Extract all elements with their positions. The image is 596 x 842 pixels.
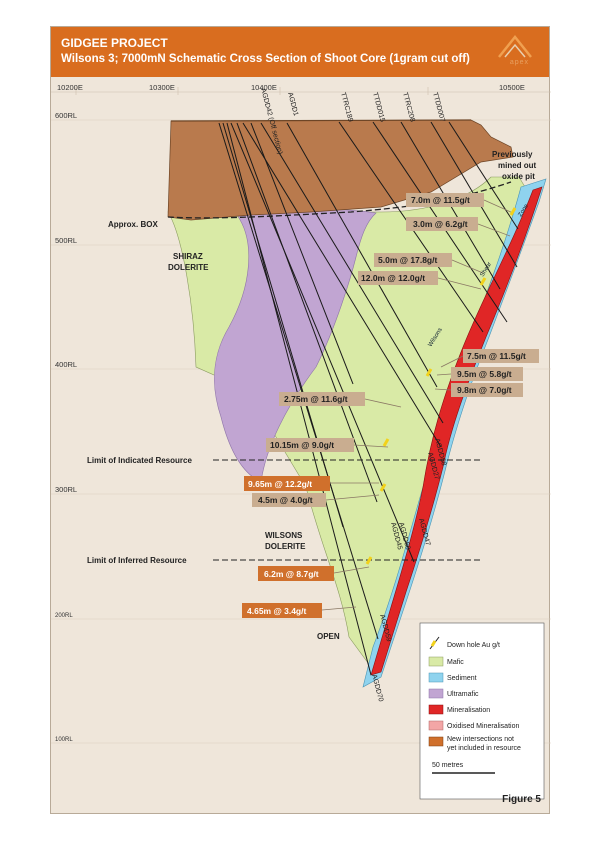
wilsons-label: DOLERITE — [265, 542, 306, 551]
legend-label: New intersections not — [447, 736, 514, 743]
intercept-text: 7.5m @ 11.5g/t — [467, 351, 526, 361]
rl-label: 200RL — [55, 613, 73, 619]
open-label: OPEN — [317, 632, 340, 641]
intercept-text: 3.0m @ 6.2g/t — [413, 219, 468, 229]
leader-lines — [321, 199, 514, 611]
intercept-box — [374, 253, 452, 267]
intercept-box — [358, 271, 438, 285]
legend-swatch — [428, 704, 444, 715]
apex-logo-icon — [498, 34, 532, 58]
legend-swatch — [428, 720, 444, 731]
legend-label: Oxidised Mineralisation — [447, 723, 519, 730]
intercept-box — [406, 193, 484, 207]
legend: Down hole Au g/t Mafic Sediment Ultramaf… — [419, 622, 545, 800]
previously-mined-label: mined out — [498, 161, 537, 170]
easting-labels: 10200E 10300E 10400E 10500E — [57, 83, 525, 92]
intercept-box — [463, 349, 539, 363]
legend-label: yet included in resource — [447, 745, 521, 752]
shiraz-label: DOLERITE — [168, 263, 209, 272]
new-intercept-box — [258, 566, 334, 581]
surface-line — [170, 119, 472, 122]
intercept-text: 2.75m @ 11.6g/t — [284, 394, 348, 404]
rl-labels: 600RL 500RL 400RL 300RL 200RL 100RL — [55, 111, 77, 743]
intercept-box — [266, 438, 354, 452]
previously-mined-label: Previously — [492, 150, 533, 159]
indicated-label: Limit of Indicated Resource — [87, 456, 192, 465]
intercept-text: 5.0m @ 17.8g/t — [378, 255, 437, 265]
intercept-text: 4.5m @ 4.0g/t — [258, 495, 313, 505]
figure-header: GIDGEE PROJECT Wilsons 3; 7000mN Schemat… — [51, 27, 549, 77]
legend-au-swatch — [430, 640, 437, 647]
figure-subtitle: Wilsons 3; 7000mN Schematic Cross Sectio… — [61, 53, 470, 65]
au-markers — [365, 207, 517, 565]
intercept-text: 9.8m @ 7.0g/t — [457, 385, 512, 395]
new-intercept-box — [242, 603, 322, 618]
easting-ticks — [51, 87, 551, 95]
intercept-text: 6.2m @ 8.7g/t — [264, 569, 319, 579]
rl-label: 100RL — [55, 737, 73, 743]
rl-label: 400RL — [55, 360, 77, 369]
intercept-box — [451, 367, 523, 381]
intercept-text: 9.65m @ 12.2g/t — [248, 479, 312, 489]
box-label: Approx. BOX — [108, 220, 158, 229]
rl-label: 300RL — [55, 485, 77, 494]
cross-section-diagram: 10200E 10300E 10400E 10500E 600RL 500RL … — [51, 83, 551, 800]
intercept-text: 10.15m @ 9.0g/t — [270, 440, 334, 450]
intercept-labels: 7.0m @ 11.5g/t 3.0m @ 6.2g/t 5.0m @ 17.8… — [242, 193, 539, 618]
legend-swatch — [428, 672, 444, 683]
figure-frame: GIDGEE PROJECT Wilsons 3; 7000mN Schemat… — [50, 26, 551, 814]
intercept-box — [451, 383, 523, 397]
legend-label: Mineralisation — [447, 707, 490, 714]
scale-label: 50 metres — [432, 762, 464, 769]
figure-label: Figure 5 — [502, 794, 541, 805]
legend-swatch — [428, 688, 444, 699]
intercept-box — [279, 392, 365, 406]
ultramafic-body — [214, 208, 377, 483]
shiraz-label: SHIRAZ — [173, 252, 203, 261]
wilsons-label: WILSONS — [265, 531, 303, 540]
easting-label: 10500E — [499, 83, 525, 92]
intercept-text: 7.0m @ 11.5g/t — [411, 195, 470, 205]
drillhole-name: AGDD1 — [286, 92, 299, 117]
legend-swatch — [428, 736, 444, 747]
new-intercept-box — [244, 476, 330, 491]
previously-mined-label: oxide pit — [502, 172, 535, 181]
easting-label: 10300E — [149, 83, 175, 92]
drillhole-name: TTRC189 — [339, 92, 354, 123]
drillhole-name: TTRC208 — [401, 92, 416, 123]
legend-label: Sediment — [447, 675, 477, 682]
legend-label: Ultramafic — [447, 691, 479, 698]
drillhole-name: TTDD007 — [431, 92, 446, 123]
logo-text: apex — [509, 59, 529, 66]
legend-swatch — [428, 656, 444, 667]
legend-label: Down hole Au g/t — [447, 642, 500, 649]
intercept-box — [406, 217, 478, 231]
drillhole-name: TTDD015 — [371, 92, 386, 123]
legend-label: Mafic — [447, 659, 464, 666]
inferred-label: Limit of Inferred Resource — [87, 556, 187, 565]
geology-labels: Approx. BOX SHIRAZ DOLERITE WILSONS DOLE… — [87, 150, 537, 641]
intercept-box — [252, 493, 326, 507]
oxide-overburden — [167, 119, 514, 221]
easting-label: 10200E — [57, 83, 83, 92]
rl-label: 600RL — [55, 111, 77, 120]
figure-title: GIDGEE PROJECT — [61, 36, 168, 50]
rl-label: 500RL — [55, 236, 77, 245]
intercept-text: 12.0m @ 12.0g/t — [361, 273, 425, 283]
intercept-text: 9.5m @ 5.8g/t — [457, 369, 512, 379]
intercept-text: 4.65m @ 3.4g/t — [247, 606, 306, 616]
drillhole-name: AGDD70 — [370, 674, 384, 703]
easting-label: 10400E — [251, 83, 277, 92]
